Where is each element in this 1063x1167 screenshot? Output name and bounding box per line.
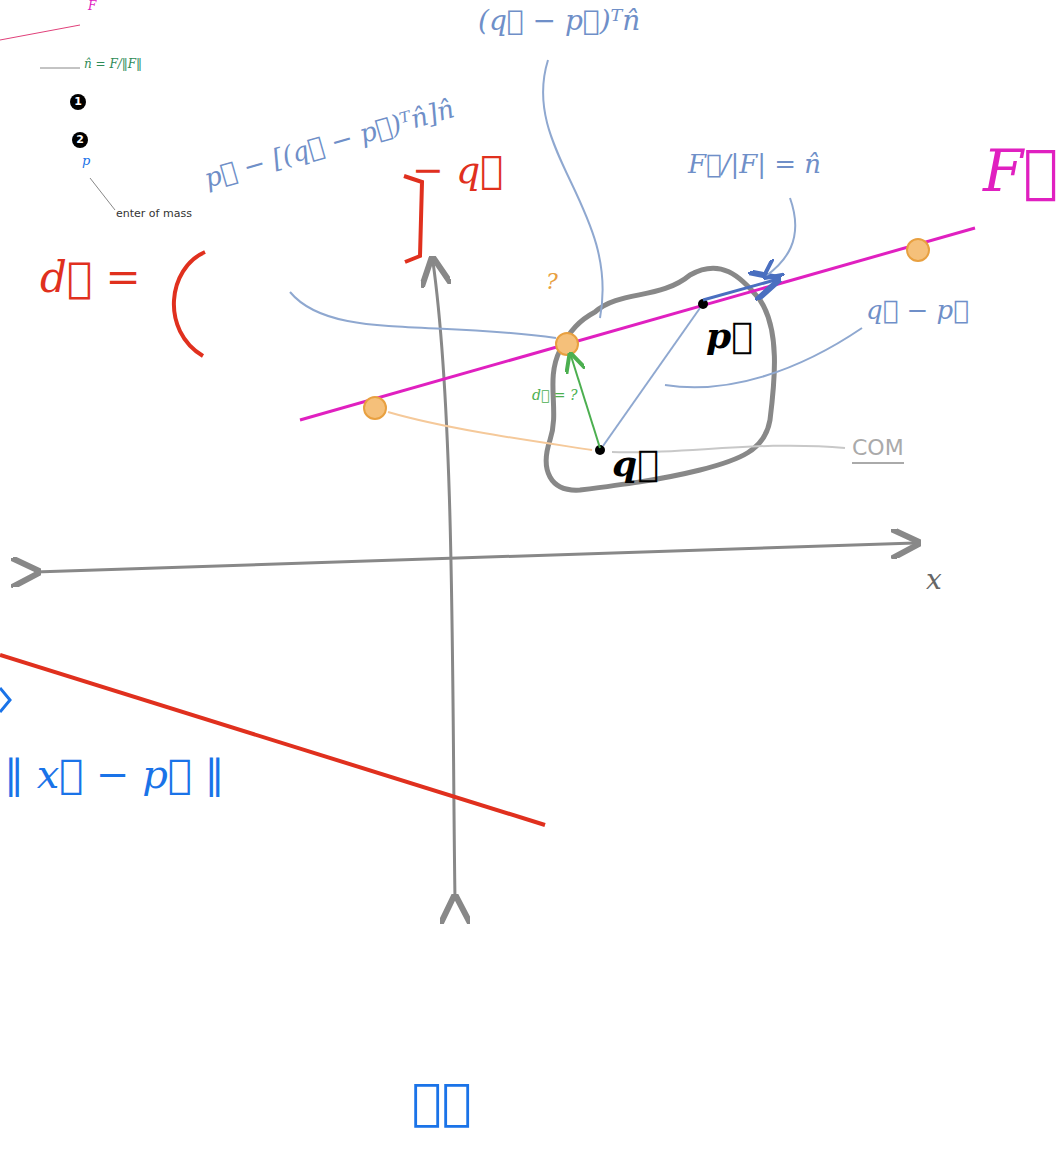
- q-minus-p-line: [603, 308, 700, 446]
- equation-tail: − q⃗: [412, 150, 503, 192]
- candidate-point: [556, 333, 578, 355]
- x-axis: [35, 543, 915, 572]
- unit-vector: [703, 280, 775, 300]
- note-text: enter of mass: [116, 208, 192, 220]
- point-label: q⃗: [612, 444, 659, 484]
- orange-leader: [388, 412, 592, 450]
- com-label: COM: [852, 436, 904, 464]
- projection-label: (q⃗ − p⃗)ᵀn̂: [478, 6, 640, 37]
- fragment-arrow: [0, 688, 10, 712]
- unit-normal-label: F⃗/|F| = n̂: [688, 150, 821, 179]
- force-label: F: [88, 0, 96, 13]
- line-l: [0, 655, 545, 825]
- fragment-leader: [40, 68, 80, 69]
- callout-number: 2: [72, 132, 88, 148]
- fragment-line: [0, 25, 80, 40]
- leader-line: [290, 292, 556, 338]
- leader-line: [665, 328, 862, 387]
- line-label: ℓ⃗: [412, 1075, 472, 1130]
- equation-lhs: d⃗ =: [40, 255, 141, 301]
- fragment-leader: [90, 178, 115, 210]
- point-label: p⃗: [706, 316, 753, 356]
- rigid-body: [546, 268, 774, 490]
- callout-number: 1: [70, 94, 86, 110]
- normal-formula: n̂ = F/‖F‖: [84, 58, 142, 71]
- axis-label: x: [926, 565, 942, 596]
- force-label: F⃗: [983, 140, 1058, 204]
- bracket: [174, 252, 205, 356]
- y-axis: [433, 262, 455, 900]
- distance-formula: ‖ x⃗ − p⃗ ‖: [4, 752, 225, 796]
- vector-label: q⃗ − p⃗: [866, 296, 969, 325]
- point-label: p: [82, 154, 90, 168]
- leader-line: [766, 198, 795, 276]
- unknown-mark: ?: [546, 270, 558, 294]
- force-line: [300, 228, 975, 420]
- leader-line: [543, 60, 603, 318]
- candidate-point: [907, 239, 929, 261]
- candidate-point: [364, 397, 386, 419]
- vector-label: d⃗ = ?: [532, 388, 578, 403]
